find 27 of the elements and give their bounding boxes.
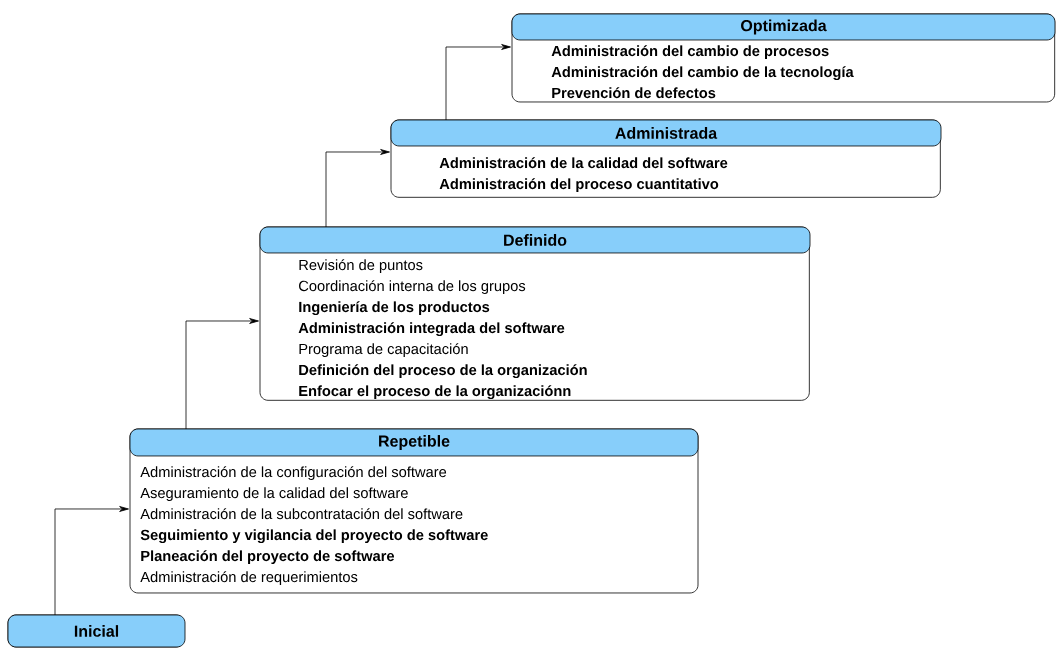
list-item: Administración del cambio de la tecnología: [551, 66, 854, 81]
list-item: Aseguramiento de la calidad del software: [140, 487, 408, 501]
list-item: Administración del cambio de procesos: [551, 45, 829, 59]
arrow: [185, 318, 259, 430]
arrow: [54, 506, 129, 616]
header-band: Repetible: [129, 428, 699, 457]
arrow: [445, 44, 511, 121]
list-item: Administración de la configuración del software: [140, 466, 447, 480]
list-item: Ingeniería de los productos: [299, 301, 490, 316]
list-item: Programa de capacitación: [299, 343, 468, 357]
list-item: Prevención de defectos: [552, 87, 716, 99]
list-item: Administración de la calidad del software: [439, 157, 728, 169]
header-band: Optimizada: [511, 13, 1056, 41]
arrow: [325, 149, 390, 228]
list-item: Administración de la subcontratación del software: [140, 508, 463, 520]
list-item: Enfocar el proceso de la organizaciónn: [299, 385, 571, 400]
list-item: Seguimiento y vigilancia del proyecto de software: [140, 529, 488, 544]
header-band: Inicial: [7, 614, 186, 648]
list-item: Definición del proceso de la organización: [299, 364, 587, 379]
list-item: Administración del proceso cuantitativo: [439, 178, 719, 192]
list-item: Administración integrada del software: [298, 322, 565, 337]
header-band: Administrada: [390, 119, 942, 147]
header-band: Definido: [259, 226, 811, 254]
list-item: Administración de requerimientos: [140, 571, 358, 585]
list-item: Revisión de puntos: [299, 259, 423, 273]
list-item: Coordinación interna de los grupos: [299, 280, 526, 294]
list-item: Planeación del proyecto de software: [141, 550, 395, 564]
